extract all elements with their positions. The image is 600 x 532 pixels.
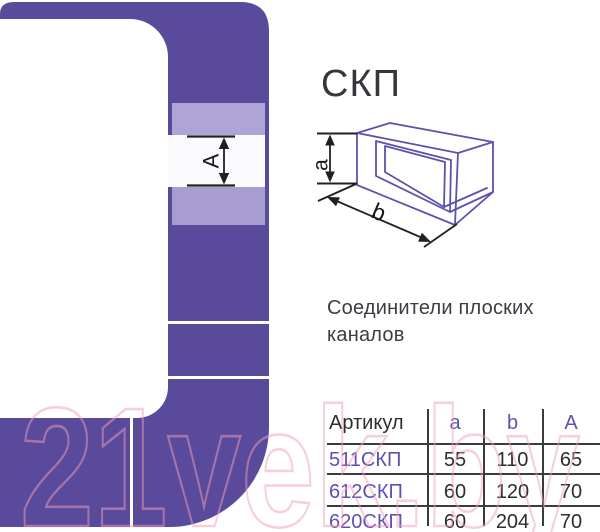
table-header-A: A xyxy=(564,412,578,434)
product-description: Соединители плоских каналов xyxy=(327,297,534,346)
table-cell: 120 xyxy=(495,481,530,503)
dimension-a-label: a xyxy=(310,159,333,171)
table-cell: 204 xyxy=(495,511,530,532)
table-cell: 70 xyxy=(559,481,583,503)
duct-wireframe-diagram: a b xyxy=(310,122,494,248)
arrowhead-up-icon xyxy=(325,134,335,146)
segment-joint-3 xyxy=(130,418,133,527)
duct-body xyxy=(0,2,269,527)
arrowhead-down-icon xyxy=(218,173,230,185)
arrowhead-right-icon xyxy=(418,232,431,242)
page-title: СКП xyxy=(321,63,401,105)
table-row-article: 620СКП xyxy=(329,511,403,532)
connector-band-top xyxy=(172,103,265,135)
duct-illustration: A xyxy=(0,2,269,527)
dimension-b xyxy=(317,183,458,248)
table-row-article: 612СКП xyxy=(329,481,403,503)
segment-joint-2 xyxy=(168,376,269,379)
table-column-divider xyxy=(483,409,485,526)
table-header-article: Артикул xyxy=(329,412,404,434)
dimension-a xyxy=(317,132,357,185)
arrowhead-left-icon xyxy=(327,197,340,207)
segment-joint-1 xyxy=(168,321,269,324)
table-header-a: a xyxy=(449,412,461,434)
table-cell: 65 xyxy=(559,449,583,471)
table-cell: 110 xyxy=(496,449,529,471)
table-cell: 60 xyxy=(443,511,467,532)
table-column-divider xyxy=(427,409,429,526)
table-divider xyxy=(327,473,600,475)
table-column-divider xyxy=(542,409,544,526)
connector-band-bottom xyxy=(172,187,265,225)
table-cell: 60 xyxy=(443,481,467,503)
connector-gap xyxy=(168,135,265,187)
table-cell: 55 xyxy=(443,449,467,471)
spec-table: Артикул a b A 511СКП 55 110 65 612СКП 60… xyxy=(327,405,600,532)
table-header-b: b xyxy=(506,412,519,434)
dimension-A-label: A xyxy=(199,153,224,168)
table-cell: 70 xyxy=(559,511,583,532)
wireframe-lines xyxy=(356,122,494,226)
table-divider xyxy=(327,443,600,445)
table-divider xyxy=(327,505,600,507)
arrowhead-down-icon xyxy=(325,171,335,183)
table-row-article: 511СКП xyxy=(329,449,402,471)
arrowhead-up-icon xyxy=(218,137,230,149)
dimension-A xyxy=(187,135,235,187)
